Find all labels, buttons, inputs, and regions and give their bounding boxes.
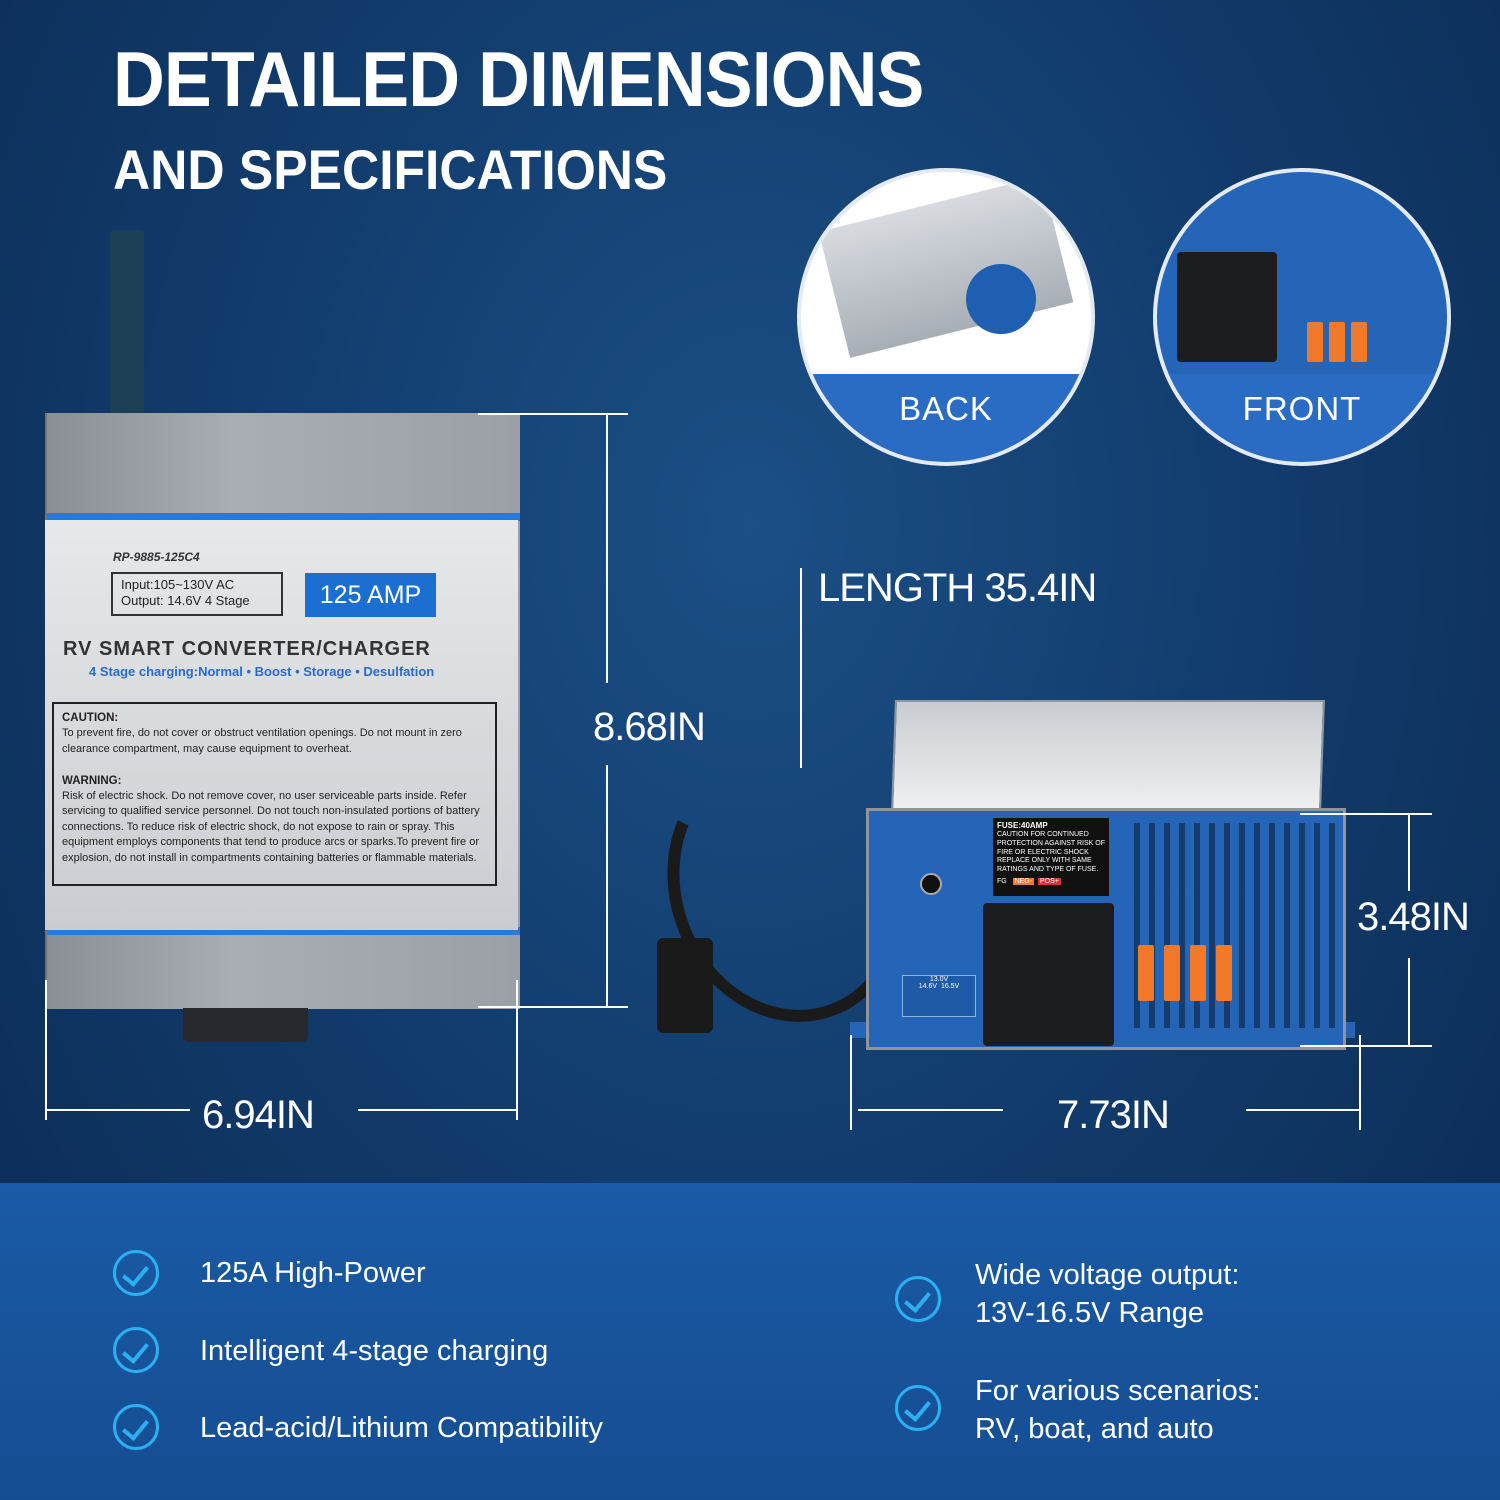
power-cable	[110, 230, 144, 420]
length-line	[800, 568, 802, 768]
back-view-circle: BACK	[797, 168, 1095, 466]
feature-scenarios: For various scenarios: RV, boat, and aut…	[975, 1373, 1260, 1448]
stage-line: 4 Stage charging:Normal • Boost • Storag…	[89, 664, 435, 679]
front-view-circle: FRONT	[1153, 168, 1451, 466]
check-icon	[895, 1276, 941, 1322]
front-height-line-lower	[1408, 958, 1410, 1046]
fuse-icon	[1351, 322, 1367, 362]
front-w-tick-right	[1359, 1035, 1361, 1130]
front-height-dimension: 3.48IN	[1357, 895, 1470, 939]
fuse-rating: FUSE:40AMP	[997, 821, 1048, 830]
front-h-tick-top	[1300, 813, 1432, 815]
front-terminal-block	[983, 903, 1114, 1046]
fuse-label: FUSE:40AMP CAUTION FOR CONTINUED PROTECT…	[993, 818, 1109, 896]
fuse-caution: CAUTION FOR CONTINUED PROTECTION AGAINST…	[997, 831, 1105, 873]
input-spec: Input:105~130V AC	[121, 577, 235, 592]
width-dimension: 6.94IN	[202, 1093, 315, 1137]
width-line-right	[358, 1109, 516, 1111]
fuse-icon	[1329, 322, 1345, 362]
front-unit-top	[891, 700, 1325, 812]
v146-label: 14.6V	[918, 983, 938, 990]
page-subtitle: AND SPECIFICATIONS	[113, 138, 668, 201]
product-title: RV SMART CONVERTER/CHARGER	[63, 638, 431, 660]
check-icon	[113, 1327, 159, 1373]
feature-compatibility: Lead-acid/Lithium Compatibility	[200, 1412, 603, 1444]
fuse-icon	[1216, 945, 1232, 1001]
length-dimension: LENGTH 35.4IN	[818, 566, 1097, 610]
indicator-led	[920, 873, 942, 895]
width-tick-right	[516, 980, 518, 1120]
ac-plug-icon	[657, 938, 713, 1033]
check-icon	[113, 1250, 159, 1296]
front-width-line-left	[858, 1109, 1003, 1111]
height-line-lower	[606, 765, 608, 1008]
model-number: RP-9885-125C4	[113, 550, 200, 564]
back-caption: BACK	[801, 374, 1091, 462]
height-dimension: 8.68IN	[593, 705, 706, 749]
feature-charging: Intelligent 4-stage charging	[200, 1335, 549, 1367]
io-spec-box: Input:105~130V AC Output: 14.6V 4 Stage	[111, 572, 283, 616]
output-spec: Output: 14.6V 4 Stage	[121, 592, 250, 608]
features-band	[0, 1183, 1500, 1500]
fuse-icon	[1190, 945, 1206, 1001]
caution-head: CAUTION:	[62, 712, 119, 724]
pos-label: POS+	[1037, 877, 1061, 885]
feature-scenarios-line2: RV, boat, and auto	[975, 1412, 1214, 1445]
v13-label: 13.0V	[929, 976, 949, 983]
terminal-block	[183, 1008, 308, 1042]
warning-box: CAUTION: To prevent fire, do not cover o…	[52, 702, 497, 886]
fuse-icon	[1307, 322, 1323, 362]
feature-voltage-line1: Wide voltage output:	[975, 1259, 1240, 1291]
check-icon	[895, 1385, 941, 1431]
page-title: DETAILED DIMENSIONS	[113, 35, 924, 123]
width-tick-left	[45, 980, 47, 1120]
feature-voltage: Wide voltage output: 13V-16.5V Range	[975, 1257, 1239, 1332]
neg-label: NEG-	[1012, 877, 1035, 885]
front-h-tick-bottom	[1300, 1045, 1432, 1047]
warning-head: WARNING:	[62, 774, 122, 787]
front-width-line-right	[1246, 1109, 1359, 1111]
terminal-closeup	[1177, 252, 1277, 362]
fg-label: FG	[997, 877, 1007, 885]
caution-text: To prevent fire, do not cover or obstruc…	[62, 727, 462, 755]
feature-voltage-line2: 13V-16.5V Range	[975, 1296, 1204, 1329]
width-line-left	[45, 1109, 190, 1111]
amp-badge: 125 AMP	[305, 573, 436, 617]
feature-scenarios-line1: For various scenarios:	[975, 1375, 1261, 1407]
v165-label: 16.5V	[940, 983, 960, 990]
front-caption: FRONT	[1157, 374, 1447, 462]
check-icon	[113, 1404, 159, 1450]
dim-tick-bottom	[478, 1006, 628, 1008]
back-unit	[818, 176, 1074, 358]
feature-power: 125A High-Power	[200, 1257, 426, 1289]
dim-tick-top	[478, 413, 628, 415]
fan-icon	[966, 264, 1036, 334]
voltage-dial: 13.0V 14.6V 16.5V	[902, 975, 976, 1017]
height-line-upper	[606, 413, 608, 683]
fuse-icon	[1138, 945, 1154, 1001]
warning-text: Risk of electric shock. Do not remove co…	[62, 789, 480, 864]
front-height-line-upper	[1408, 813, 1410, 891]
fuse-icon	[1164, 945, 1180, 1001]
front-width-dimension: 7.73IN	[1057, 1093, 1170, 1137]
front-w-tick-left	[850, 1035, 852, 1130]
